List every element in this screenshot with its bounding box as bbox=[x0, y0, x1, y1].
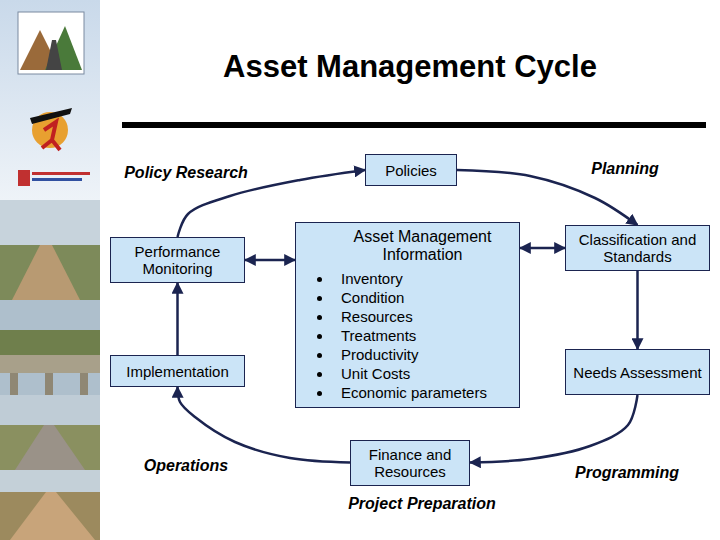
process-box: Needs Assessment bbox=[565, 349, 710, 395]
bullet-dot bbox=[317, 315, 322, 320]
text-block: Classification and Standards bbox=[573, 231, 702, 265]
runner-figure bbox=[42, 122, 60, 150]
text-block: Needs Assessment bbox=[573, 364, 702, 381]
box-text: Needs Assessment bbox=[573, 364, 702, 381]
stage-label: Programming bbox=[575, 463, 679, 482]
diagram-title: Asset Management Cycle bbox=[110, 48, 710, 86]
bullet-item: Condition bbox=[303, 288, 512, 307]
box-content: Performance Monitoring bbox=[118, 243, 237, 277]
stage-label: Policy Research bbox=[124, 163, 248, 182]
bullet-text: Resources bbox=[341, 307, 512, 326]
bullet-item: Economic parameters bbox=[303, 383, 512, 402]
text-block: Performance Monitoring bbox=[118, 243, 237, 277]
side-strip bbox=[0, 0, 100, 200]
logo-road bbox=[46, 40, 62, 70]
box-content: Finance and Resources bbox=[358, 446, 462, 480]
photo-vegetation bbox=[0, 245, 100, 300]
cycle-connector bbox=[636, 271, 639, 349]
process-box: Implementation bbox=[110, 355, 245, 387]
box-text: Classification and Standards bbox=[573, 231, 702, 265]
text-block: Policies bbox=[373, 162, 449, 179]
photo-pier bbox=[80, 373, 88, 395]
photo-vegetation bbox=[0, 425, 100, 470]
text-block: Asset Management Information bbox=[303, 228, 512, 264]
title-rule bbox=[122, 122, 706, 128]
text-block: Implementation bbox=[118, 363, 237, 380]
box-content: Policies bbox=[373, 162, 449, 179]
photo-road bbox=[10, 492, 95, 540]
cycle-connector bbox=[245, 259, 295, 262]
process-box: Performance Monitoring bbox=[110, 237, 245, 283]
agency-logo bbox=[18, 12, 84, 74]
box-heading: Asset Management Information bbox=[303, 228, 512, 264]
bullet-dot bbox=[317, 372, 322, 377]
bullet-dot bbox=[317, 353, 322, 358]
bullet-text: Unit Costs bbox=[341, 364, 512, 383]
box-text: Finance and Resources bbox=[358, 446, 462, 480]
photo-pier bbox=[45, 373, 53, 395]
process-box: Policies bbox=[365, 154, 457, 186]
box-text: Performance Monitoring bbox=[118, 243, 237, 277]
bullet-item: Inventory bbox=[303, 269, 512, 288]
photo-road bbox=[15, 425, 85, 470]
bullet-text: Treatments bbox=[341, 326, 512, 345]
bullet-item: Productivity bbox=[303, 345, 512, 364]
bullet-text: Productivity bbox=[341, 345, 512, 364]
process-box: Classification and Standards bbox=[565, 225, 710, 271]
small-logo-bar bbox=[32, 172, 90, 175]
small-logo-bar bbox=[32, 178, 82, 181]
box-content: Asset Management InformationInventoryCon… bbox=[303, 228, 512, 402]
information-box: Asset Management InformationInventoryCon… bbox=[295, 222, 520, 408]
cycle-connector bbox=[520, 247, 565, 250]
box-text: Implementation bbox=[118, 363, 237, 380]
runner-logo-bar bbox=[30, 108, 72, 124]
stage-label: Planning bbox=[591, 159, 659, 178]
process-box: Finance and Resources bbox=[350, 440, 470, 486]
text-block: Finance and Resources bbox=[358, 446, 462, 480]
box-content: Implementation bbox=[118, 363, 237, 380]
bullet-item: Unit Costs bbox=[303, 364, 512, 383]
bullet-dot bbox=[317, 391, 322, 396]
road-photo bbox=[0, 395, 100, 470]
box-text: Policies bbox=[373, 162, 449, 179]
photo-road bbox=[12, 245, 80, 300]
small-logo bbox=[18, 170, 30, 186]
logo-mountain bbox=[45, 26, 82, 70]
bullet-dot bbox=[317, 334, 322, 339]
cycle-connector bbox=[176, 283, 179, 355]
road-photo bbox=[0, 200, 100, 300]
box-content: Classification and Standards bbox=[573, 231, 702, 265]
bullet-item: Resources bbox=[303, 307, 512, 326]
cycle-connector bbox=[457, 170, 638, 225]
photo-bridge bbox=[0, 355, 100, 373]
photo-ground bbox=[0, 492, 100, 540]
bullet-dot bbox=[317, 296, 322, 301]
box-content: Needs Assessment bbox=[573, 364, 702, 381]
bullet-text: Inventory bbox=[341, 269, 512, 288]
bullet-text: Economic parameters bbox=[341, 383, 512, 402]
photo-pier bbox=[10, 373, 18, 395]
stage-label: Project Preparation bbox=[348, 494, 496, 513]
bullet-item: Treatments bbox=[303, 326, 512, 345]
bullet-text: Condition bbox=[341, 288, 512, 307]
stage-label: Operations bbox=[144, 456, 228, 475]
road-photo bbox=[0, 470, 100, 540]
bullet-dot bbox=[317, 277, 322, 282]
bridge-photo bbox=[0, 300, 100, 395]
